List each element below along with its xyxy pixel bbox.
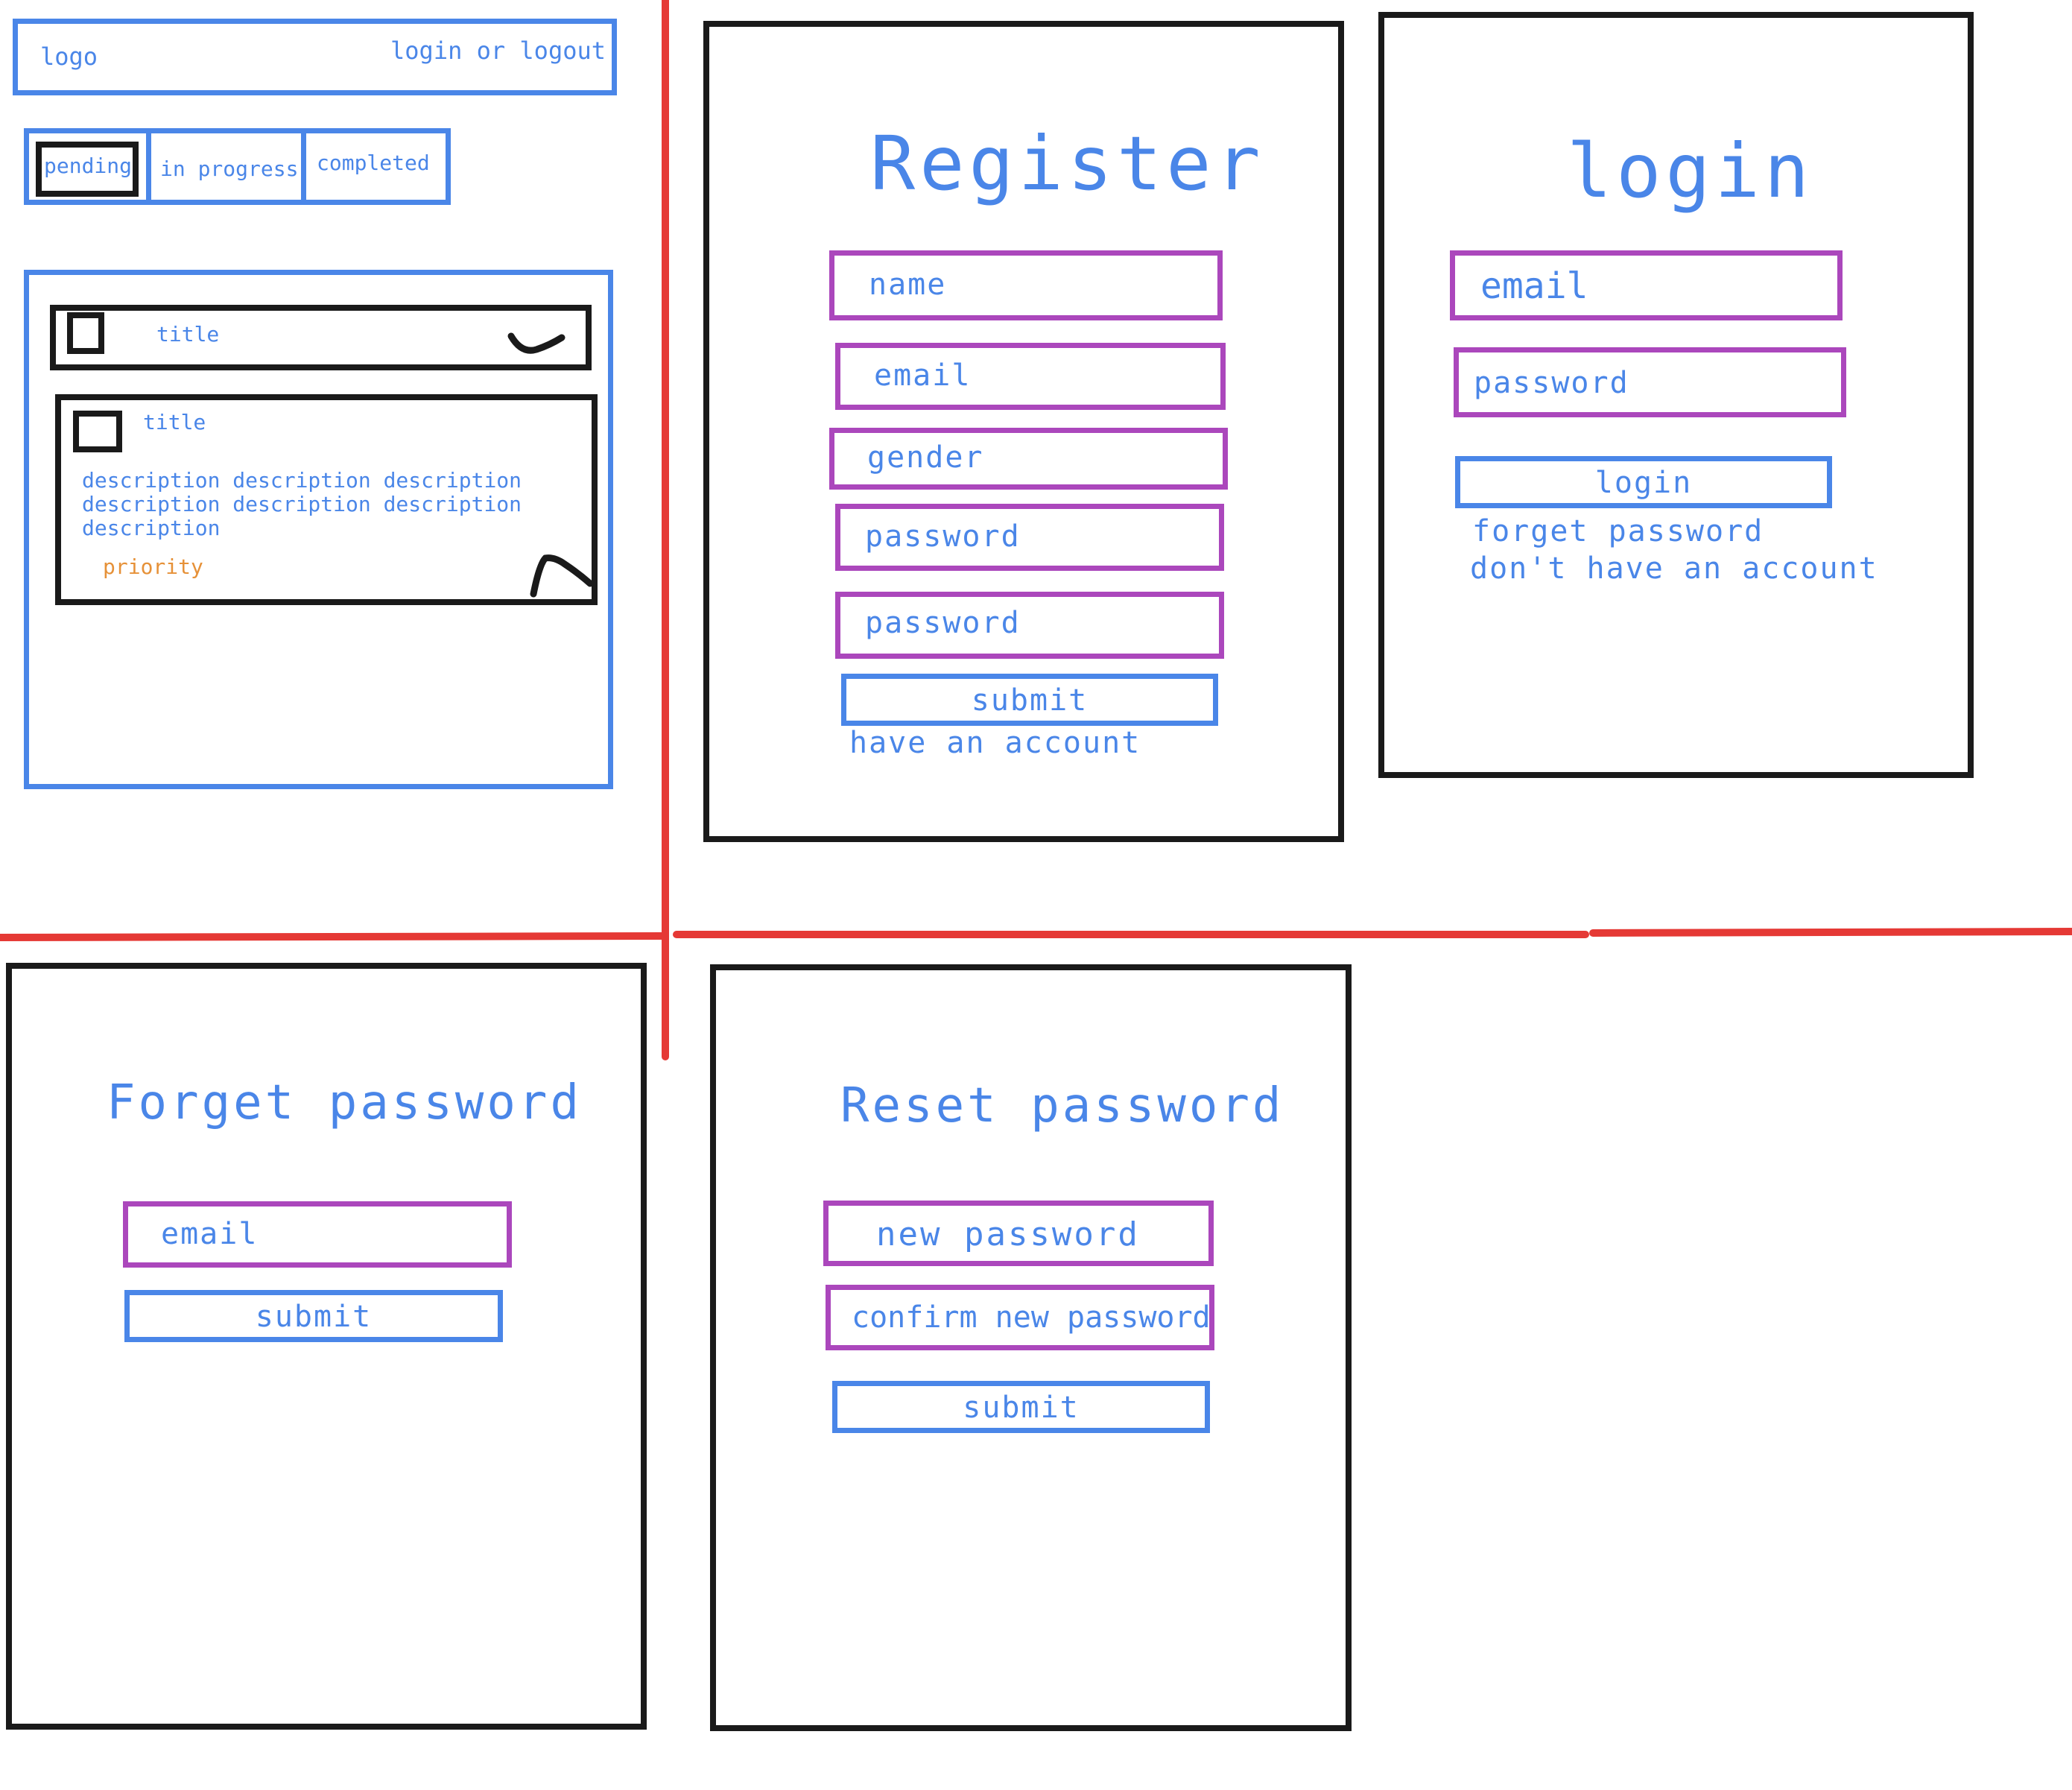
email-field[interactable]: email: [835, 343, 1226, 410]
task-title: title: [143, 410, 206, 434]
auth-link[interactable]: login or logout: [390, 37, 606, 65]
button-label: submit: [971, 683, 1089, 718]
login-email-field[interactable]: email: [1450, 250, 1843, 320]
forget-password-link[interactable]: forget password: [1472, 514, 1764, 548]
reset-password-heading: Reset password: [840, 1078, 1284, 1133]
reset-password-frame: [710, 964, 1352, 1731]
task-card-collapsed[interactable]: title: [50, 305, 592, 370]
task-title: title: [156, 322, 220, 347]
new-password-field[interactable]: new password: [823, 1201, 1214, 1266]
button-label: submit: [255, 1300, 373, 1334]
description-line: description description description: [82, 468, 522, 493]
forget-email-field[interactable]: email: [123, 1201, 512, 1268]
logo: logo: [40, 42, 98, 71]
forget-password-heading: Forget password: [107, 1075, 582, 1130]
chevron-up-icon[interactable]: [529, 542, 596, 601]
have-account-link[interactable]: have an account: [849, 726, 1141, 760]
description-line: description description description: [82, 492, 522, 517]
tab-label: completed: [317, 151, 430, 175]
register-heading: Register: [870, 120, 1265, 207]
password-field[interactable]: password: [835, 504, 1224, 571]
task-checkbox[interactable]: [67, 312, 104, 354]
login-button[interactable]: login: [1455, 456, 1832, 508]
reset-submit-button[interactable]: submit: [832, 1381, 1210, 1433]
login-frame: [1378, 12, 1974, 778]
horizontal-divider-left: [0, 932, 662, 941]
field-placeholder: gender: [867, 440, 984, 475]
field-placeholder: name: [869, 268, 947, 302]
field-placeholder: email: [1480, 265, 1588, 307]
task-priority: priority: [103, 554, 203, 579]
task-description: description description description desc…: [82, 468, 522, 541]
description-line: description: [82, 516, 221, 541]
chevron-down-icon[interactable]: [507, 330, 566, 360]
name-field[interactable]: name: [829, 250, 1223, 320]
field-placeholder: password: [865, 606, 1021, 640]
no-account-link[interactable]: don't have an account: [1470, 551, 1878, 586]
field-placeholder: confirm new password: [852, 1300, 1211, 1335]
button-label: login: [1594, 466, 1693, 500]
forget-submit-button[interactable]: submit: [124, 1290, 503, 1342]
register-frame: [703, 21, 1344, 842]
gender-field[interactable]: gender: [829, 428, 1228, 490]
button-label: submit: [963, 1391, 1080, 1425]
tab-label: in progress: [160, 156, 299, 181]
task-list-panel: title title description description desc…: [24, 270, 613, 789]
confirm-password-field[interactable]: password: [835, 592, 1224, 659]
login-heading: login: [1567, 127, 1814, 215]
forget-password-frame: [6, 963, 647, 1730]
login-password-field[interactable]: password: [1454, 347, 1846, 417]
field-placeholder: password: [1474, 366, 1629, 400]
field-placeholder: new password: [876, 1215, 1140, 1253]
horizontal-divider-right: [1589, 928, 2072, 937]
confirm-new-password-field[interactable]: confirm new password: [826, 1285, 1214, 1350]
field-placeholder: email: [161, 1217, 259, 1251]
field-placeholder: email: [874, 358, 972, 393]
task-checkbox[interactable]: [73, 411, 122, 452]
register-submit-button[interactable]: submit: [841, 674, 1218, 726]
active-tab-marker: [36, 142, 139, 197]
task-card-expanded[interactable]: title description description descriptio…: [55, 394, 598, 605]
tab-pending[interactable]: pending: [24, 128, 151, 205]
tab-in-progress[interactable]: in progress: [146, 128, 306, 205]
field-placeholder: password: [865, 519, 1021, 554]
tab-completed[interactable]: completed: [301, 128, 451, 205]
tab-label: pending: [44, 154, 133, 178]
header-bar: logo login or logout: [13, 19, 617, 95]
